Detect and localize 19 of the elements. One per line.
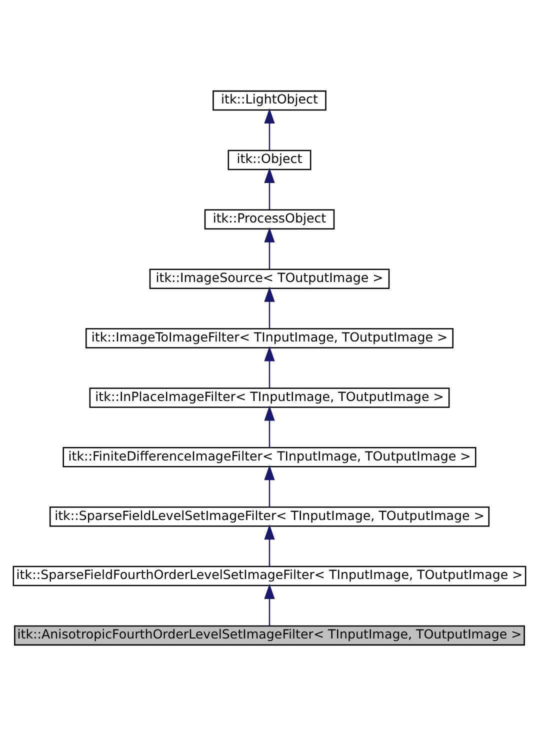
node-box: itk::SparseFieldFourthOrderLevelSetImageFilter< TInputImage, TOutputImage > (12, 566, 526, 586)
arrow (264, 406, 275, 448)
node-box: itk::ProcessObject (204, 209, 335, 230)
arrow (264, 584, 275, 626)
arrow (264, 346, 275, 388)
node-box: itk::ImageSource< TOutputImage > (149, 268, 390, 289)
arrow (264, 227, 275, 270)
node-box: itk::ImageToImageFilter< TInputImage, TOutputImage > (86, 328, 454, 348)
node-box: itk::InPlaceImageFilter< TInputImage, TOutputImage > (89, 388, 450, 408)
arrow (264, 464, 275, 507)
arrow (264, 286, 275, 329)
node-box: itk::SparseFieldLevelSetImageFilter< TInputImage, TOutputImage > (49, 506, 490, 527)
arrow (264, 168, 275, 210)
node-box: itk::AnisotropicFourthOrderLevelSetImageFilter< TInputImage, TOutputImage > (14, 625, 525, 646)
arrow (264, 108, 275, 150)
arrow (264, 524, 275, 566)
node-box: itk::FiniteDifferenceImageFilter< TInputImage, TOutputImage > (62, 447, 476, 468)
node-box: itk::Object (228, 150, 312, 170)
node-box: itk::LightObject (212, 90, 326, 111)
